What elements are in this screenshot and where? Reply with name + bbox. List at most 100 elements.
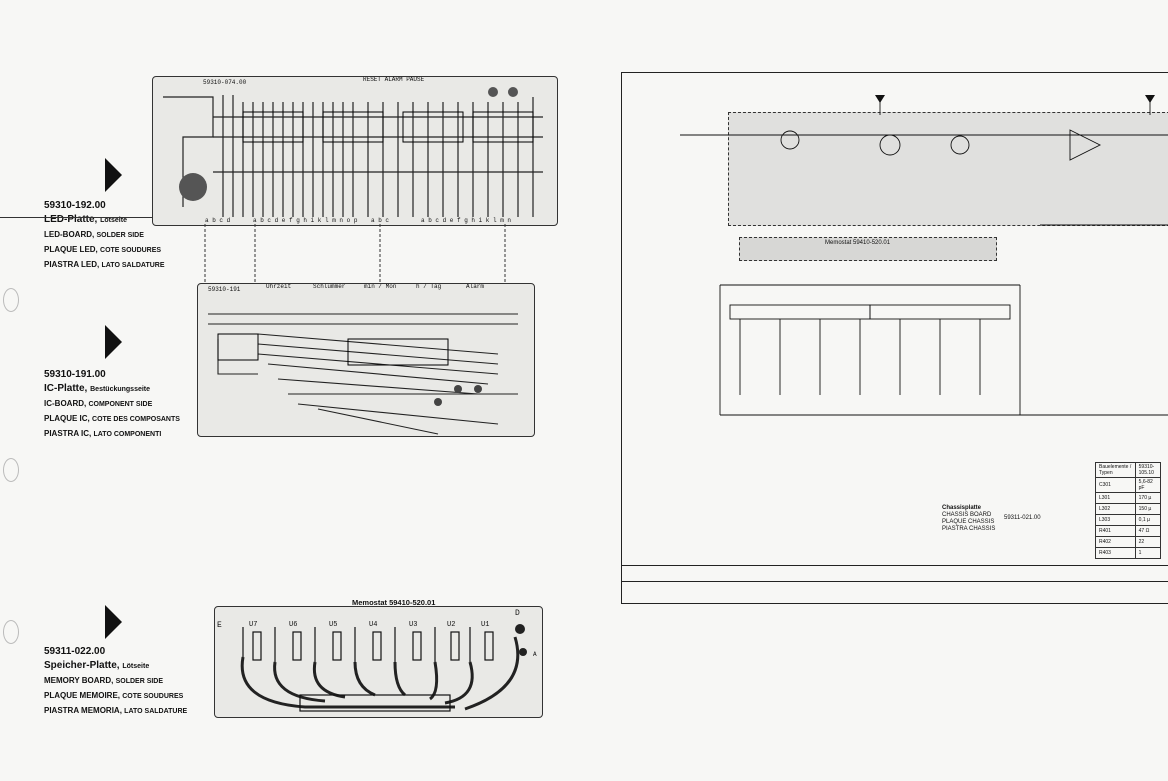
memory-unit-u4: U4 xyxy=(369,621,378,629)
led-board-fr: PLAQUE LED, xyxy=(44,245,98,254)
memory-board-title: Speicher-Platte, xyxy=(44,660,120,671)
memory-board-fr: PLAQUE MEMOIRE, xyxy=(44,691,121,700)
led-board: 59310-074.00 RESET ALARM PAUSE a b c d a… xyxy=(152,76,558,226)
caption-underline xyxy=(0,217,200,218)
table-cell: 0,1 µ xyxy=(1134,514,1162,526)
table-cell: 150 µ xyxy=(1134,503,1162,515)
ic-board-en: IC-BOARD, xyxy=(44,399,87,408)
table-header-cell: Bauelemente / Typen xyxy=(1095,462,1136,478)
ic-board: 59310-191 Uhrzeit Schlummer min / Mon h … xyxy=(197,283,535,437)
ic-board-it-sub: LATO COMPONENTI xyxy=(93,431,162,438)
memory-unit-u6: U6 xyxy=(289,621,298,629)
memostat-label: Memostat 59410-520.01 xyxy=(825,240,891,246)
ic-board-fr: PLAQUE IC, xyxy=(44,414,90,423)
ic-board-en-sub: COMPONENT SIDE xyxy=(88,401,153,408)
switch-label-1: Schlummer xyxy=(313,283,346,290)
memory-right-pin: D xyxy=(515,609,520,618)
ic-board-title: IC-Platte, xyxy=(44,383,88,394)
memory-unit-u2: U2 xyxy=(447,621,456,629)
memory-board-traces xyxy=(240,624,527,712)
schematic-frame xyxy=(621,72,1168,604)
table-cell: R401 xyxy=(1095,525,1136,537)
led-board-fr-sub: COTE SOUDURES xyxy=(100,247,162,254)
switch-label-0: Uhrzeit xyxy=(266,283,292,290)
led-board-code: 59310-192.00 xyxy=(44,200,106,211)
chassis-it: PIASTRA CHASSIS xyxy=(942,526,996,532)
table-cell: C301 xyxy=(1095,477,1136,493)
memory-unit-u3: U3 xyxy=(409,621,418,629)
led-board-en: LED-BOARD, xyxy=(44,230,95,239)
ic-board-pcb-id: 59310-191 xyxy=(208,286,241,293)
reference-strip-top xyxy=(621,565,1168,582)
led-board-title: LED-Platte, xyxy=(44,214,98,225)
schematic-wiring xyxy=(680,95,1168,416)
table-cell: L301 xyxy=(1095,492,1136,504)
chassis-code: 59311-021.00 xyxy=(1004,515,1041,521)
chassis-en: CHASSIS BOARD xyxy=(942,512,992,518)
table-header-row: Bauelemente / Typen 59310-105.10 xyxy=(1095,462,1162,478)
chassis-label: Chassisplatte xyxy=(942,505,982,511)
memory-board-code: 59311-022.00 xyxy=(44,646,106,657)
led-board-pcb-id: 59310-074.00 xyxy=(203,79,247,86)
memory-board-en-sub: SOLDER SIDE xyxy=(115,678,164,685)
table-cell: 22 xyxy=(1134,536,1162,548)
pointer-arrow-led xyxy=(105,158,122,192)
punch-hole-mark xyxy=(3,288,19,312)
table-header-cell: 59310-105.10 xyxy=(1134,462,1162,478)
memory-board-fr-sub: COTE SOUDURES xyxy=(122,693,184,700)
memory-unit-u5: U5 xyxy=(329,621,338,629)
table-cell: R402 xyxy=(1095,536,1136,548)
ic-board-title-sub: Bestückungsseite xyxy=(90,386,151,393)
memory-unit-u1: U1 xyxy=(481,621,490,629)
memory-board-it: PIASTRA MEMORIA, xyxy=(44,706,122,715)
switch-label-4: Alarm xyxy=(466,283,485,290)
memory-pin-a: A xyxy=(533,651,537,658)
reference-strip-bottom xyxy=(621,581,1168,603)
rf-section xyxy=(728,112,1168,226)
table-cell: L302 xyxy=(1095,503,1136,515)
punch-hole-mark xyxy=(3,458,19,482)
table-cell: 1 xyxy=(1134,547,1162,559)
board-connectors xyxy=(204,224,506,286)
led-board-traces xyxy=(163,87,543,217)
ic-board-code: 59310-191.00 xyxy=(44,369,106,380)
chassis-fr: PLAQUE CHASSIS xyxy=(942,519,995,525)
memory-board-it-sub: LATO SALDATURE xyxy=(124,708,188,715)
led-board-it-sub: LATO SALDATURE xyxy=(101,262,165,269)
led-pins-b: a b c d e f g h i k l m n o p xyxy=(253,217,358,224)
led-board-en-sub: SOLDER SIDE xyxy=(96,232,144,239)
switch-label-3: h / Tag xyxy=(416,283,442,290)
table-cell: 5,6-82 pF xyxy=(1134,477,1162,493)
ic-board-fr-sub: COTE DES COMPOSANTS xyxy=(92,416,180,423)
memory-board-caption: 59311-022.00 Speicher-Platte, Lötseite M… xyxy=(44,645,187,719)
table-cell: L303 xyxy=(1095,514,1136,526)
pointer-arrow-memory xyxy=(105,605,122,639)
led-board-top-label: RESET ALARM PAUSE xyxy=(363,76,425,83)
switch-label-2: min / Mon xyxy=(364,283,397,290)
led-pins-c: a b c xyxy=(371,217,390,224)
led-pins-d: a b c d e f g h i k l m n xyxy=(421,217,512,224)
memory-board-title-sub: Lötseite xyxy=(122,663,150,670)
led-pins-a: a b c d xyxy=(205,217,231,224)
led-board-title-sub: Lötseite xyxy=(100,217,127,224)
memory-unit-u7: U7 xyxy=(249,621,258,629)
ic-board-it: PIASTRA IC, xyxy=(44,429,92,438)
led-board-caption: 59310-192.00 LED-Platte, Lötseite LED-BO… xyxy=(44,199,165,273)
led-board-it: PIASTRA LED, xyxy=(44,260,100,269)
table-cell: 47 Ω xyxy=(1134,525,1162,537)
table-cell: 170 µ xyxy=(1134,492,1162,504)
memory-board: E D A U7 U6 U5 U4 U3 U2 U1 xyxy=(214,606,543,718)
punch-hole-mark xyxy=(3,620,19,644)
memory-board-title-label: Memostat 59410-520.01 xyxy=(352,598,436,607)
pointer-arrow-ic xyxy=(105,325,122,359)
ic-board-caption: 59310-191.00 IC-Platte, Bestückungsseite… xyxy=(44,368,180,442)
table-cell: R403 xyxy=(1095,547,1136,559)
